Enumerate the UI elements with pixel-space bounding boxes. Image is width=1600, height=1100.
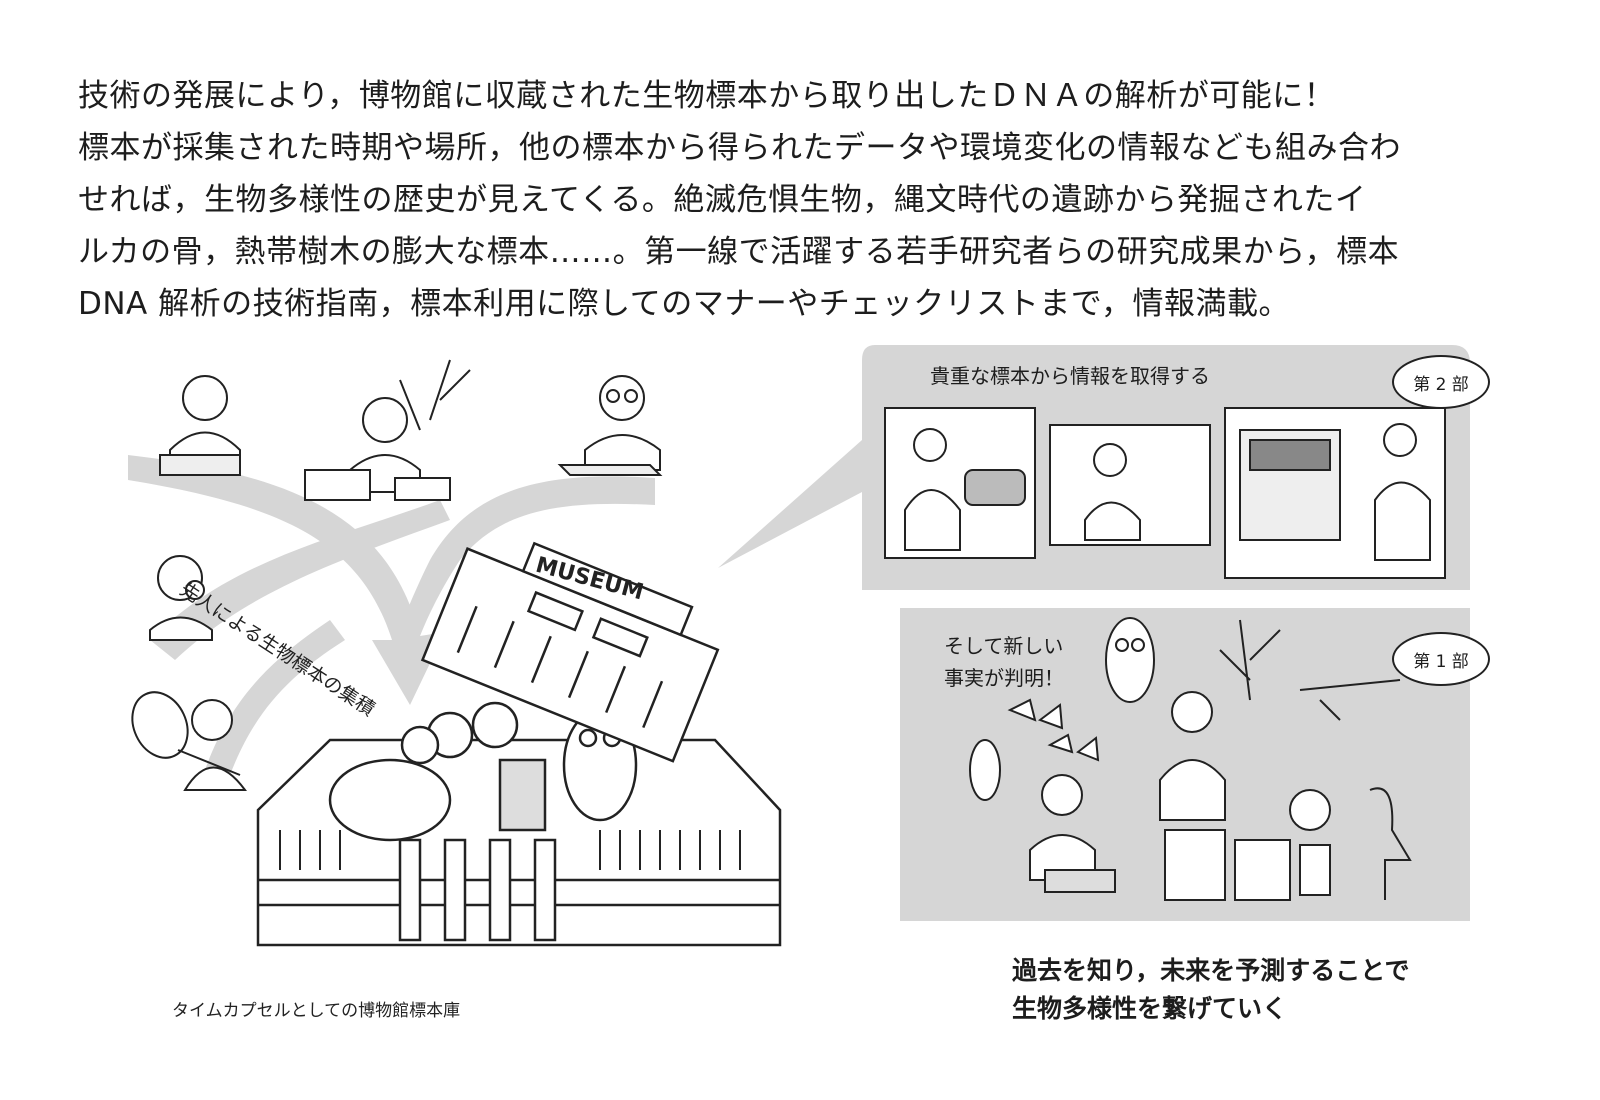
part2-photos [884, 407, 1446, 579]
conclusion-text: 過去を知り，未来を予測することで 生物多様性を繋げていく [1012, 952, 1410, 1028]
part2-title: 貴重な標本から情報を取得する [930, 364, 1210, 388]
museum-illustration [256, 541, 782, 947]
intro-line: ルカの骨，熱帯樹木の膨大な標本……。第一線で活躍する若手研究者らの研究成果から，… [78, 234, 1400, 270]
conclusion-line: 生物多様性を繋げていく [1012, 994, 1288, 1023]
intro-line: DNA 解析の技術指南，標本利用に際してのマナーやチェックリストまで，情報満載。 [78, 286, 1290, 322]
illustration-caption: タイムカプセルとしての博物館標本庫 [172, 1001, 461, 1021]
part1-title-line: そして新しい [944, 634, 1064, 658]
intro-line: せれば，生物多様性の歴史が見えてくる。絶滅危惧生物，縄文時代の遺跡から発掘された… [78, 182, 1367, 218]
part1-badge: 第 1 部 [1392, 632, 1490, 686]
part1-figures [969, 617, 1412, 901]
part1-title-line: 事実が判明！ [944, 666, 1064, 690]
part2-badge: 第 2 部 [1392, 355, 1490, 409]
intro-line: 標本が採集された時期や場所，他の標本から得られたデータや環境変化の情報なども組み… [78, 130, 1401, 166]
intro-line: 技術の発展により，博物館に収蔵された生物標本から取り出したＤＮＡの解析が可能に！ [78, 78, 1336, 114]
intro-text: 技術の発展により，博物館に収蔵された生物標本から取り出したＤＮＡの解析が可能に！… [78, 70, 1538, 330]
accumulation-arrows [128, 455, 655, 775]
conclusion-line: 過去を知り，未来を予測することで [1012, 956, 1410, 985]
part1-title: そして新しい 事実が判明！ [944, 630, 1064, 694]
researcher-figures [131, 359, 663, 791]
